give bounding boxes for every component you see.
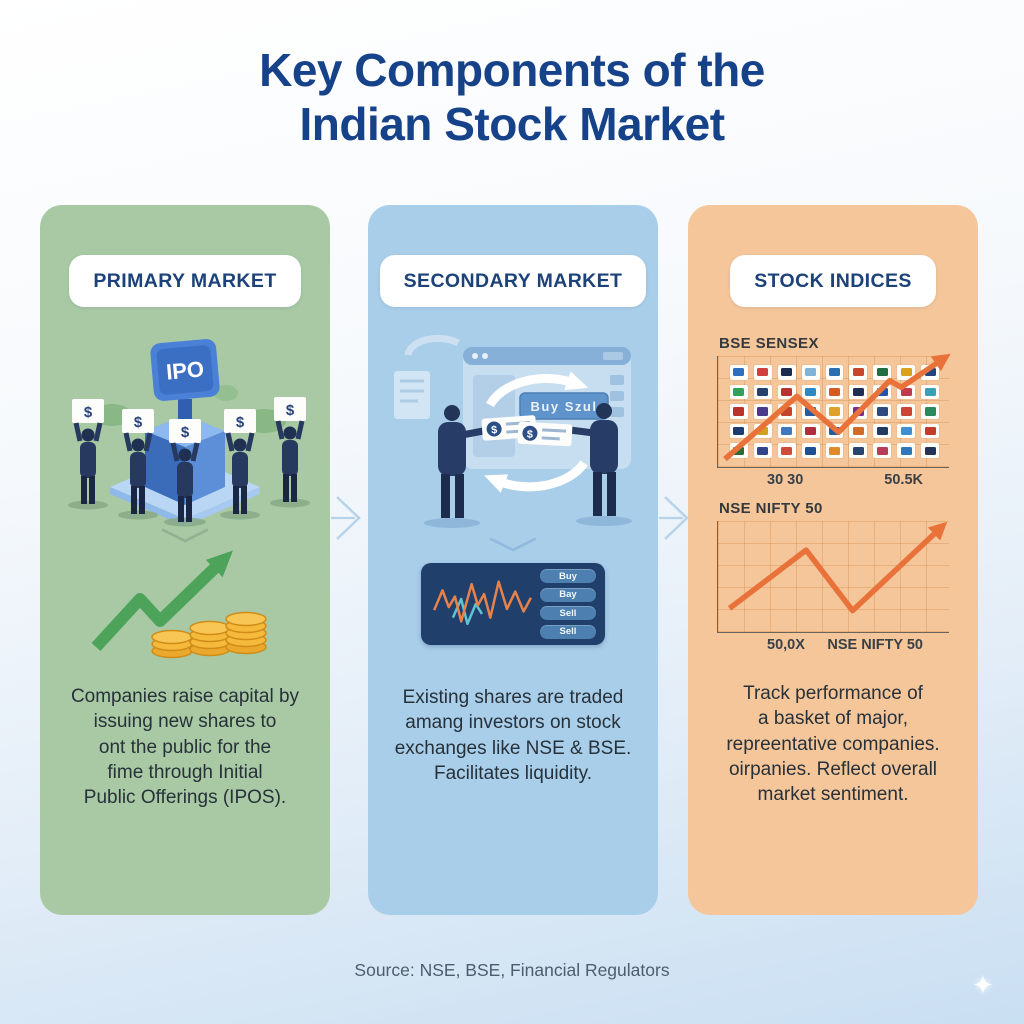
- bse-sensex-chart: BSE SENSEX 30 30 50.5K: [717, 335, 951, 488]
- stock-indices-header-pill: STOCK INDICES: [730, 255, 936, 307]
- company-logo-tile: [897, 443, 916, 458]
- card-secondary-market: SECONDARY MARKET Buy: [368, 205, 658, 915]
- chevron-down-icon: [489, 537, 537, 552]
- company-logo-tile: [897, 404, 916, 419]
- placard-dollar: $: [236, 414, 245, 431]
- card-primary-market: PRIMARY MARKET IPO $: [40, 205, 330, 915]
- company-logo-tile: [753, 404, 772, 419]
- company-logo-tile: [849, 443, 868, 458]
- arrow-right-icon: [659, 496, 689, 540]
- x-tick-label: 50.5K: [884, 472, 923, 488]
- primary-market-description: Companies raise capital by issuing new s…: [70, 686, 300, 809]
- investor-figures: $ $ $: [68, 397, 310, 527]
- company-logo-tile: [777, 365, 796, 380]
- company-logo-tile: [801, 365, 820, 380]
- company-logo-tile: [849, 365, 868, 380]
- browser-buy-sell-button-label: Buy Szul: [531, 399, 598, 414]
- placard-dollar: $: [181, 424, 190, 441]
- card-stock-indices: STOCK INDICES BSE SENSEX 30 30 50.5K: [688, 205, 978, 915]
- trend-arrow: [727, 521, 948, 614]
- company-logo-tile: [921, 423, 939, 439]
- ipo-label: IPO: [165, 356, 205, 384]
- panel-button: Sell: [540, 624, 596, 639]
- x-tick-label: NSE NIFTY 50: [827, 637, 923, 653]
- company-logo-tile: [897, 365, 916, 380]
- company-logo-tile: [825, 384, 844, 400]
- company-logo-tile: [801, 384, 820, 400]
- company-logo-tile: [753, 443, 772, 458]
- secondary-market-description: Existing shares are traded amang investo…: [394, 687, 632, 784]
- price-chart: [433, 580, 532, 626]
- company-logo-tile: [777, 384, 796, 400]
- company-logo-tile: [921, 404, 939, 419]
- arrow-right-icon: [331, 496, 361, 540]
- page-title: Key Components of the Indian Stock Marke…: [259, 44, 765, 150]
- ipo-building-illustration: IPO $ $: [68, 339, 310, 527]
- company-logo-tile: [777, 423, 796, 439]
- company-logo-tile: [921, 443, 939, 458]
- primary-market-header-pill: PRIMARY MARKET: [69, 255, 301, 307]
- company-logo-tile: [753, 384, 772, 400]
- company-logo-tile: [849, 384, 868, 400]
- chart-title: NSE NIFTY 50: [719, 500, 823, 517]
- source-caption: Source: NSE, BSE, Financial Regulators: [354, 960, 670, 980]
- x-axis-labels: 30 30 50.5K: [717, 472, 949, 488]
- sparkle-icon: ✦: [972, 970, 994, 1000]
- x-tick-label: 30 30: [767, 472, 804, 488]
- secondary-market-header-label: SECONDARY MARKET: [403, 269, 623, 292]
- nse-nifty-chart: NSE NIFTY 50 50,0X NSE NIFTY 50: [717, 500, 949, 653]
- company-logo-tile: [873, 423, 892, 439]
- company-logo-tile: [730, 384, 748, 400]
- x-tick-label: 50,0X: [767, 637, 805, 653]
- chart-area: [717, 353, 951, 468]
- company-logo-tile: [873, 404, 892, 419]
- company-logo-tile: [801, 443, 820, 458]
- ticket-dollar: $: [527, 429, 534, 441]
- company-logo-tile: [825, 404, 844, 419]
- company-logo-tile: [753, 365, 772, 380]
- chevron-down-icon: [161, 528, 209, 543]
- placard-dollar: $: [84, 404, 93, 421]
- panel-button: Sell: [540, 606, 596, 621]
- share-trading-illustration: Buy Szul $: [394, 334, 632, 528]
- placard-dollar: $: [286, 402, 295, 419]
- secondary-market-header-pill: SECONDARY MARKET: [379, 255, 647, 307]
- company-logo-tile: [825, 365, 844, 380]
- panel-button: Buy: [540, 569, 596, 584]
- company-logo-tile: [897, 423, 916, 439]
- company-logo-tile: [801, 423, 820, 439]
- ticket-dollar: $: [491, 424, 498, 436]
- company-logo-tile: [849, 423, 868, 439]
- placard-dollar: $: [134, 414, 143, 431]
- stock-indices-description: Track performance of a basket of major, …: [726, 683, 940, 806]
- chart-area: [717, 521, 949, 633]
- company-logo-tile: [873, 365, 892, 380]
- company-logo-tile: [730, 365, 748, 380]
- company-logo-tile: [921, 384, 939, 400]
- company-logo-tile: [873, 443, 892, 458]
- coin-stacks: [151, 611, 267, 659]
- chart-title: BSE SENSEX: [719, 335, 819, 352]
- company-logo-tile: [730, 404, 748, 419]
- company-logo-tile: [730, 423, 748, 439]
- primary-market-header-label: PRIMARY MARKET: [93, 269, 277, 292]
- x-axis-labels: 50,0X NSE NIFTY 50: [717, 637, 949, 653]
- trend-arrow: [723, 353, 951, 462]
- company-logo-tile: [777, 443, 796, 458]
- growth-arrow-coins-illustration: [91, 550, 267, 659]
- panel-button: Bay: [540, 587, 596, 602]
- company-logo-tile: [825, 443, 844, 458]
- stock-indices-header-label: STOCK INDICES: [754, 269, 912, 292]
